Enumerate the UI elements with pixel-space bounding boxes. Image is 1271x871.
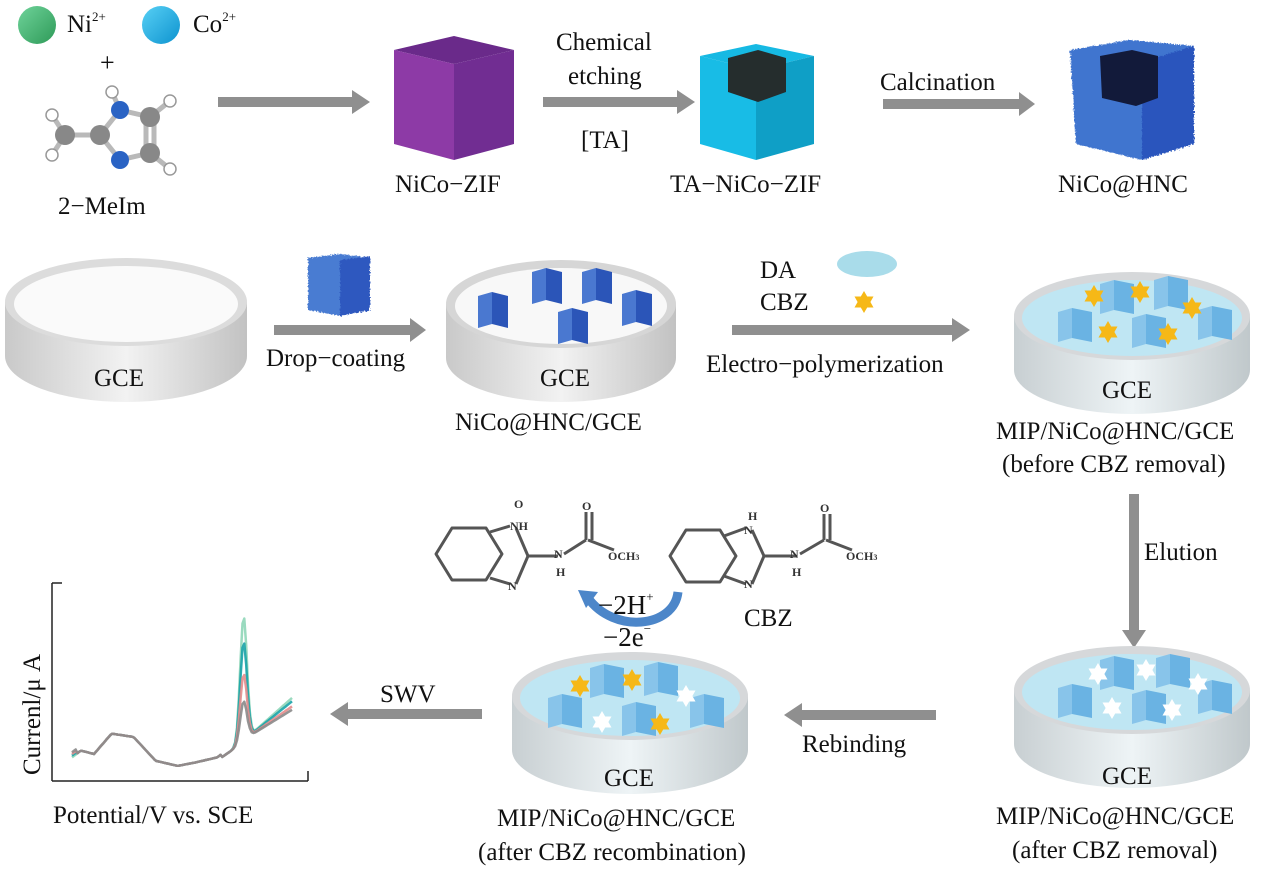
x-axis-label: Potential/V vs. SCE (53, 802, 254, 829)
reaction-h-charge: + (646, 589, 654, 604)
swv-series-curve-2 (71, 642, 293, 768)
ni-ion-icon (18, 6, 56, 44)
oxidation-curved-arrow-icon (578, 590, 683, 627)
step-elution: Elution (1144, 539, 1218, 566)
reaction-minus-2e: −2e− (603, 621, 652, 652)
step-electro-polymerization: Electro−polymerization (706, 351, 944, 378)
nico-hnc-gce-electrode-icon (446, 260, 676, 402)
arrow-rebinding (784, 703, 936, 727)
svg-text:O: O (820, 501, 829, 515)
legend-cbz-label: CBZ (760, 289, 809, 316)
arrow-electro-polymerization (732, 318, 970, 342)
nico-hnc-cube-icon (1070, 40, 1194, 160)
swv-series-curve-1 (71, 617, 293, 768)
ox-o-text: O (514, 497, 523, 511)
swv-series-curve-3 (71, 673, 293, 768)
nico-zif-label: NiCo−ZIF (395, 171, 501, 198)
arrow-chemical-etching (543, 90, 695, 114)
mip-removed-state: (after CBZ removal) (1012, 837, 1218, 864)
svg-text:H: H (556, 565, 566, 579)
plus-sign: + (100, 48, 115, 77)
step-drop-coating: Drop−coating (266, 345, 406, 372)
drop-coating-cube-icon (308, 254, 370, 316)
reaction-minus-2h: −2H+ (598, 589, 654, 620)
gce-recomb-label: GCE (604, 765, 654, 792)
step-calcination: Calcination (880, 69, 996, 96)
reaction-h-text: −2H (598, 590, 647, 620)
arrow-to-nico-zif (218, 90, 370, 114)
arrow-swv (330, 702, 482, 726)
svg-text:NH: NH (510, 519, 529, 533)
chart-axes (51, 582, 309, 782)
co-ion-label: Co2+ (193, 9, 237, 38)
legend-da-label: DA (760, 257, 797, 284)
svg-text:O: O (582, 499, 591, 513)
svg-text:N: N (790, 547, 799, 561)
mip-before-label: MIP/NiCo@HNC/GCE (996, 418, 1235, 445)
co-text: Co (193, 11, 223, 38)
arrow-elution (1122, 494, 1146, 648)
svg-text:N: N (508, 579, 517, 593)
step-etching-reagent: [TA] (581, 127, 629, 154)
swv-series-curve-4 (71, 700, 293, 768)
step-rebinding: Rebinding (802, 731, 907, 758)
mip-before-state: (before CBZ removal) (1002, 451, 1226, 478)
mip-recomb-label: MIP/NiCo@HNC/GCE (497, 805, 736, 832)
nico-hnc-gce-label: NiCo@HNC/GCE (455, 409, 642, 436)
step-chemical-etching-line1: Chemical (556, 29, 652, 56)
2-meim-molecule-icon (45, 85, 177, 176)
mip-recomb-state: (after CBZ recombination) (478, 839, 746, 866)
ni-text: Ni (67, 11, 92, 38)
svg-text:N: N (744, 577, 753, 591)
svg-text:H: H (748, 509, 758, 523)
step-chemical-etching-line2: etching (568, 63, 642, 90)
co-charge: 2+ (222, 9, 237, 24)
da-monomer-icon (837, 251, 897, 277)
nico-zif-cube-icon (394, 36, 514, 160)
gce-electrode-icon (5, 258, 247, 402)
ta-nico-zif-cube-icon (700, 44, 814, 160)
gce-label: GCE (94, 365, 144, 392)
svg-text:OCH3: OCH3 (608, 549, 639, 563)
gce-removed-label: GCE (1102, 763, 1152, 790)
reaction-e-text: −2e (603, 622, 644, 652)
arrow-drop-coating (274, 318, 426, 342)
ligand-label: 2−MeIm (58, 193, 146, 220)
oxidized-cbz-structure-icon: O NH N N H O OCH3 (434, 497, 639, 593)
y-axis-label: Currenl/μ A (19, 654, 46, 775)
svg-text:H: H (792, 565, 802, 579)
cbz-molecule-label: CBZ (744, 605, 793, 632)
swv-voltammogram-chart: Currenl/μ A (19, 582, 309, 782)
ni-ion-label: Ni2+ (67, 9, 106, 38)
cbz-structure-icon: H N N N H O OCH3 (668, 501, 877, 591)
ta-nico-zif-label: TA−NiCo−ZIF (670, 171, 822, 198)
gce2-label: GCE (540, 365, 590, 392)
nico-hnc-label: NiCo@HNC (1058, 171, 1188, 198)
cbz-template-star-icon (854, 291, 874, 313)
mip-recombination-electrode-icon (512, 652, 748, 794)
svg-text:N: N (554, 547, 563, 561)
reaction-e-charge: − (643, 621, 652, 636)
co-ion-icon (142, 6, 180, 44)
svg-text:OCH3: OCH3 (846, 549, 877, 563)
mip-before-removal-electrode-icon (1014, 272, 1250, 414)
arrow-calcination (883, 92, 1035, 116)
step-swv: SWV (380, 681, 436, 708)
mip-removed-label: MIP/NiCo@HNC/GCE (996, 803, 1235, 830)
gce3-label: GCE (1102, 377, 1152, 404)
mip-after-removal-electrode-icon (1014, 646, 1250, 788)
ni-charge: 2+ (92, 9, 106, 24)
svg-text:N: N (744, 523, 753, 537)
